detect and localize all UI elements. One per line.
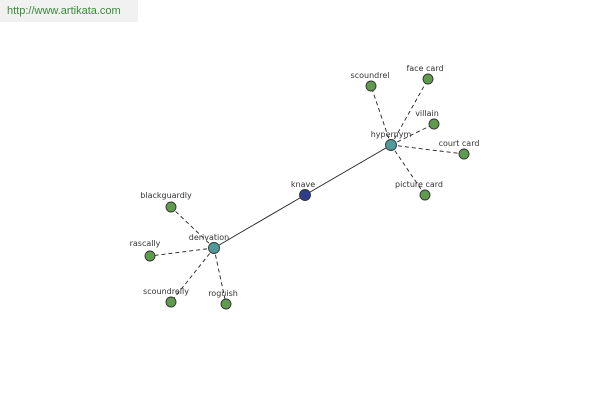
edge-derivation-blackguardly	[170, 206, 215, 249]
edge-hypernym-face-card	[390, 78, 429, 146]
labels-layer: knave hypernym derivation scoundrel face car…	[130, 64, 480, 298]
node-blackguardly[interactable]	[165, 201, 177, 213]
edges-layer	[149, 78, 465, 305]
node-label-picture-card[interactable]: picture card	[395, 180, 443, 189]
node-scoundrelly[interactable]	[165, 296, 177, 308]
node-court-card[interactable]	[458, 148, 470, 160]
node-picture-card[interactable]	[419, 189, 431, 201]
edge-hypernym-court-card	[390, 144, 465, 155]
node-rascally[interactable]	[144, 250, 156, 262]
edge-hypernym-picture-card	[390, 144, 426, 196]
edge-hypernym-villain	[390, 123, 435, 146]
node-label-roguish[interactable]: roguish	[208, 289, 238, 298]
node-label-scoundrelly[interactable]: scoundrelly	[143, 287, 189, 296]
edge-knave-derivation	[213, 194, 306, 249]
url-link[interactable]: http://www.artikata.com	[7, 5, 121, 17]
node-hypernym[interactable]	[385, 139, 397, 151]
node-label-scoundrel[interactable]: scoundrel	[351, 71, 390, 80]
node-label-derivation[interactable]: derivation	[189, 233, 229, 242]
node-label-court-card[interactable]: court card	[439, 139, 480, 148]
node-label-blackguardly[interactable]: blackguardly	[140, 191, 192, 200]
node-knave[interactable]	[299, 189, 311, 201]
node-label-rascally[interactable]: rascally	[130, 239, 161, 248]
node-label-face-card[interactable]: face card	[406, 64, 443, 73]
node-label-villain[interactable]: villain	[415, 109, 439, 118]
node-scoundrel[interactable]	[365, 80, 377, 92]
edge-derivation-rascally	[149, 247, 215, 257]
node-label-knave[interactable]: knave	[291, 180, 315, 189]
edge-derivation-roguish	[213, 247, 227, 305]
edge-hypernym-scoundrel	[370, 85, 392, 146]
node-roguish[interactable]	[220, 298, 232, 310]
nodes-layer	[144, 73, 470, 310]
node-face-card[interactable]	[422, 73, 434, 85]
edge-derivation-scoundrelly	[170, 247, 215, 303]
node-villain[interactable]	[428, 118, 440, 130]
node-derivation[interactable]	[208, 242, 220, 254]
edge-knave-hypernym	[304, 144, 392, 196]
url-banner[interactable]: http://www.artikata.com	[0, 0, 138, 22]
node-label-hypernym[interactable]: hypernym	[371, 130, 412, 139]
